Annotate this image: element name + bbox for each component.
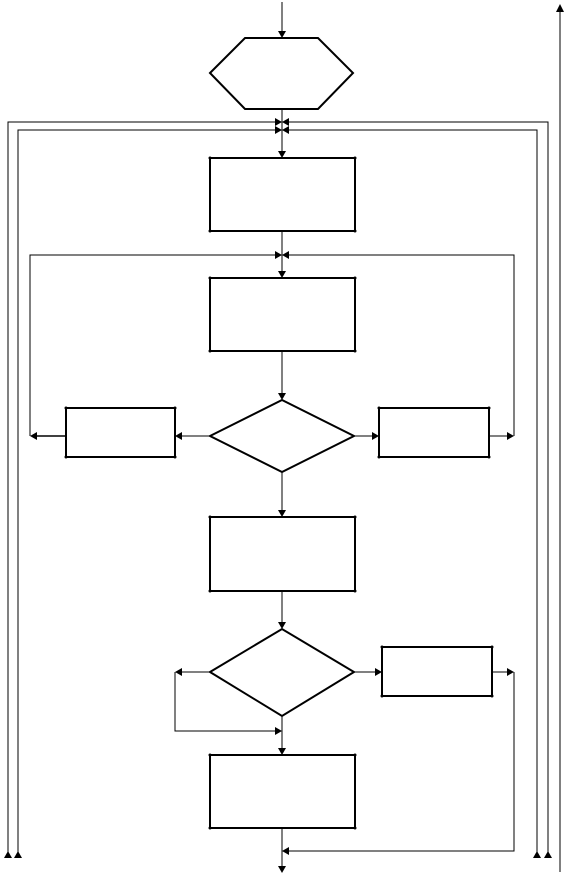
right-side-box-2 — [381, 646, 493, 697]
process-box-4 — [209, 754, 356, 829]
process-box-3 — [209, 516, 356, 592]
outer-loop-connectors — [7, 12, 561, 872]
corner-markers — [64, 156, 494, 830]
mid-loop-connectors — [29, 254, 515, 437]
start-hexagon — [208, 37, 355, 110]
arrowheads — [4, 4, 564, 873]
process-box-2 — [209, 277, 356, 352]
process-box-1 — [209, 157, 356, 232]
lower-branch-connectors — [174, 671, 515, 852]
right-side-box — [378, 407, 490, 458]
decision-diamond-1 — [207, 398, 357, 474]
decision-diamond-2 — [208, 627, 356, 718]
left-side-box — [65, 407, 176, 458]
